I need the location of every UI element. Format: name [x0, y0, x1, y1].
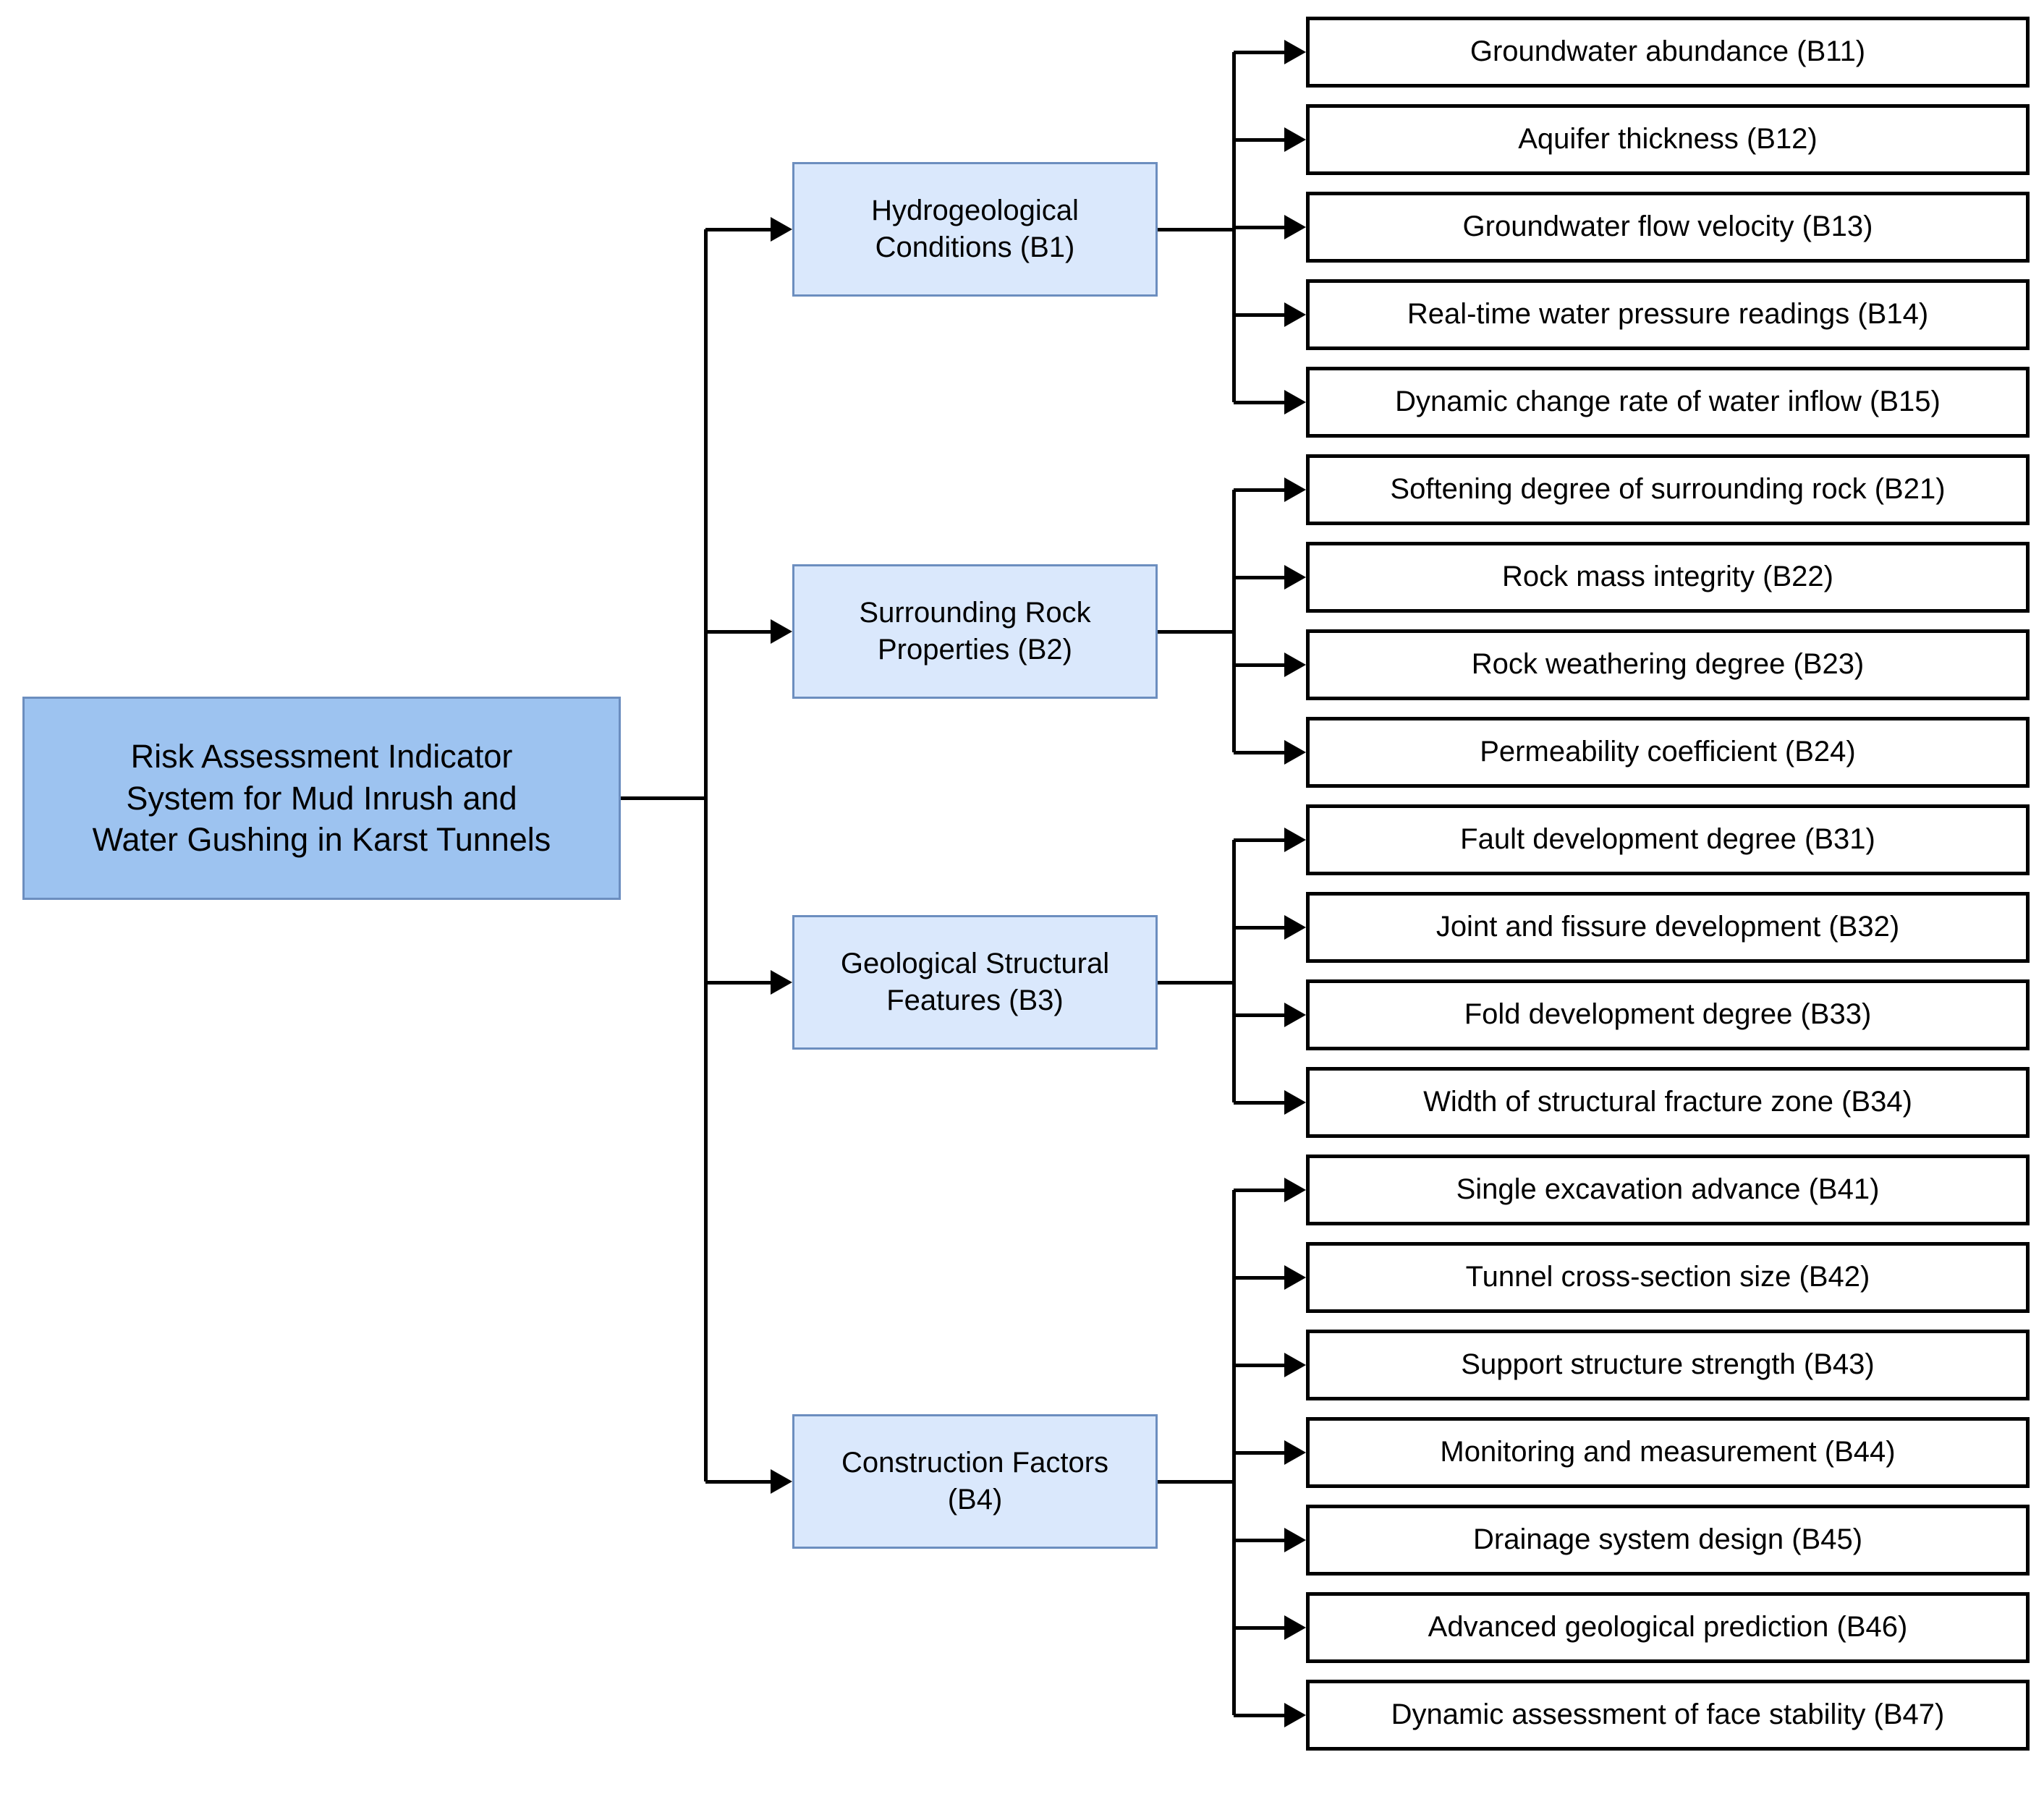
edge-to-indicator-B31	[1234, 838, 1284, 842]
arrow-to-category-2	[771, 619, 792, 644]
arrow-to-indicator-B47	[1284, 1703, 1306, 1727]
arrow-to-indicator-B44	[1284, 1440, 1306, 1465]
arrow-to-indicator-B22	[1284, 565, 1306, 590]
indicator-node-b14[interactable]: Real-time water pressure readings (B14)	[1306, 279, 2030, 350]
edge-root-to-spine	[621, 796, 705, 800]
edge-category-3-spine	[1231, 840, 1236, 1102]
arrow-to-category-3	[771, 970, 792, 995]
edge-to-indicator-B41	[1234, 1188, 1284, 1192]
edge-to-indicator-B45	[1234, 1538, 1284, 1542]
indicator-node-b44[interactable]: Monitoring and measurement (B44)	[1306, 1417, 2030, 1488]
arrow-to-indicator-B31	[1284, 828, 1306, 852]
edge-to-indicator-B14	[1234, 312, 1284, 317]
indicator-node-b12[interactable]: Aquifer thickness (B12)	[1306, 104, 2030, 175]
arrow-to-indicator-B41	[1284, 1178, 1306, 1202]
edge-root-spine	[703, 229, 708, 1481]
arrow-to-indicator-B46	[1284, 1615, 1306, 1640]
indicator-node-b31[interactable]: Fault development degree (B31)	[1306, 804, 2030, 875]
edge-spine-to-category-2	[705, 629, 771, 634]
edge-to-indicator-B13	[1234, 225, 1284, 229]
edge-category-1-stem	[1158, 227, 1234, 231]
root-node[interactable]: Risk Assessment Indicator System for Mud…	[22, 697, 621, 900]
arrow-to-indicator-B21	[1284, 477, 1306, 502]
edge-to-indicator-B34	[1234, 1100, 1284, 1105]
edge-to-indicator-B32	[1234, 925, 1284, 930]
arrow-to-indicator-B15	[1284, 390, 1306, 414]
arrow-to-indicator-B32	[1284, 915, 1306, 940]
indicator-node-b21[interactable]: Softening degree of surrounding rock (B2…	[1306, 454, 2030, 525]
arrow-to-indicator-B42	[1284, 1265, 1306, 1290]
edge-to-indicator-B12	[1234, 137, 1284, 142]
arrow-to-indicator-B24	[1284, 740, 1306, 765]
edge-category-4-spine	[1231, 1190, 1236, 1715]
indicator-node-b32[interactable]: Joint and fissure development (B32)	[1306, 892, 2030, 963]
arrow-to-category-4	[771, 1469, 792, 1494]
arrow-to-category-1	[771, 217, 792, 242]
indicator-node-b11[interactable]: Groundwater abundance (B11)	[1306, 17, 2030, 88]
edge-to-indicator-B47	[1234, 1713, 1284, 1717]
edge-to-indicator-B33	[1234, 1013, 1284, 1017]
edge-category-4-stem	[1158, 1479, 1234, 1484]
arrow-to-indicator-B13	[1284, 215, 1306, 239]
arrow-to-indicator-B43	[1284, 1353, 1306, 1377]
edge-to-indicator-B42	[1234, 1275, 1284, 1280]
edge-to-indicator-B43	[1234, 1363, 1284, 1367]
indicator-node-b24[interactable]: Permeability coefficient (B24)	[1306, 717, 2030, 788]
indicator-node-b47[interactable]: Dynamic assessment of face stability (B4…	[1306, 1680, 2030, 1751]
indicator-node-b42[interactable]: Tunnel cross-section size (B42)	[1306, 1242, 2030, 1313]
edge-spine-to-category-4	[705, 1479, 771, 1484]
arrow-to-indicator-B12	[1284, 127, 1306, 152]
indicator-node-b43[interactable]: Support structure strength (B43)	[1306, 1330, 2030, 1400]
indicator-node-b23[interactable]: Rock weathering degree (B23)	[1306, 629, 2030, 700]
edge-to-indicator-B24	[1234, 750, 1284, 754]
category-node-b4[interactable]: Construction Factors (B4)	[792, 1414, 1158, 1549]
category-node-b3[interactable]: Geological Structural Features (B3)	[792, 915, 1158, 1050]
edge-category-2-spine	[1231, 490, 1236, 752]
indicator-node-b46[interactable]: Advanced geological prediction (B46)	[1306, 1592, 2030, 1663]
indicator-node-b15[interactable]: Dynamic change rate of water inflow (B15…	[1306, 367, 2030, 438]
indicator-node-b13[interactable]: Groundwater flow velocity (B13)	[1306, 192, 2030, 263]
arrow-to-indicator-B11	[1284, 40, 1306, 64]
indicator-node-b34[interactable]: Width of structural fracture zone (B34)	[1306, 1067, 2030, 1138]
edge-to-indicator-B22	[1234, 575, 1284, 579]
indicator-node-b41[interactable]: Single excavation advance (B41)	[1306, 1155, 2030, 1225]
edge-to-indicator-B46	[1234, 1625, 1284, 1630]
edge-category-1-spine	[1231, 52, 1236, 402]
edge-to-indicator-B15	[1234, 400, 1284, 404]
edge-to-indicator-B44	[1234, 1450, 1284, 1455]
arrow-to-indicator-B33	[1284, 1003, 1306, 1027]
arrow-to-indicator-B14	[1284, 302, 1306, 327]
edge-spine-to-category-1	[705, 227, 771, 231]
arrow-to-indicator-B23	[1284, 652, 1306, 677]
edge-category-3-stem	[1158, 980, 1234, 985]
indicator-node-b45[interactable]: Drainage system design (B45)	[1306, 1505, 2030, 1576]
edge-to-indicator-B11	[1234, 50, 1284, 54]
edge-category-2-stem	[1158, 629, 1234, 634]
category-node-b1[interactable]: Hydrogeological Conditions (B1)	[792, 162, 1158, 297]
arrow-to-indicator-B45	[1284, 1528, 1306, 1552]
edge-to-indicator-B21	[1234, 488, 1284, 492]
edge-spine-to-category-3	[705, 980, 771, 985]
indicator-node-b22[interactable]: Rock mass integrity (B22)	[1306, 542, 2030, 613]
edge-to-indicator-B23	[1234, 663, 1284, 667]
arrow-to-indicator-B34	[1284, 1090, 1306, 1115]
category-node-b2[interactable]: Surrounding Rock Properties (B2)	[792, 564, 1158, 699]
indicator-node-b33[interactable]: Fold development degree (B33)	[1306, 979, 2030, 1050]
